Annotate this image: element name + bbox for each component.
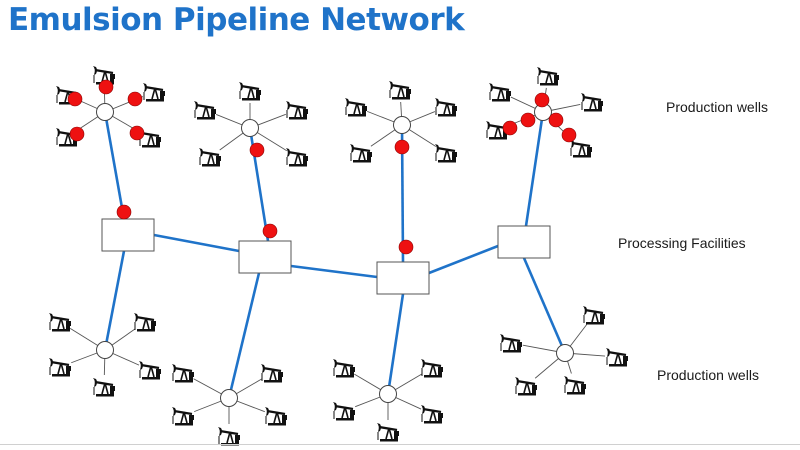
processing-facility-f1 <box>101 218 155 252</box>
red-dot-marker <box>561 127 577 143</box>
red-dot-marker <box>262 223 278 239</box>
wellhead-hub-br <box>379 385 397 403</box>
pumpjack-icon <box>604 346 630 368</box>
pumpjack-icon <box>216 425 242 447</box>
pumpjack-icon <box>47 311 73 333</box>
pumpjack-icon <box>170 405 196 427</box>
pumpjack-icon <box>197 146 223 168</box>
red-dot-marker <box>129 125 145 141</box>
processing-facility-f3 <box>376 261 430 295</box>
pumpjack-icon <box>419 403 445 425</box>
wellhead-hub-bfr <box>556 344 574 362</box>
pumpjack-icon <box>498 332 524 354</box>
pipeline-segment <box>428 244 499 275</box>
pumpjack-icon <box>348 142 374 164</box>
pumpjack-icon <box>141 81 167 103</box>
pipeline-segment <box>522 257 567 354</box>
red-dot-marker <box>394 139 410 155</box>
wellhead-hub-tl <box>96 103 114 121</box>
wellhead-hub-tr <box>393 116 411 134</box>
pipeline-segment <box>290 264 378 279</box>
wellhead-hub-tm <box>241 119 259 137</box>
pumpjack-icon <box>487 81 513 103</box>
red-dot-marker <box>249 142 265 158</box>
pipeline-segment <box>386 293 405 395</box>
pumpjack-icon <box>47 356 73 378</box>
page-title: Emulsion Pipeline Network <box>8 2 465 38</box>
pumpjack-icon <box>284 99 310 121</box>
red-dot-marker <box>67 91 83 107</box>
pumpjack-icon <box>331 400 357 422</box>
pipeline-segment <box>524 111 545 227</box>
pumpjack-icon <box>581 304 607 326</box>
red-dot-marker <box>534 92 550 108</box>
red-dot-marker <box>98 79 114 95</box>
pumpjack-icon <box>331 357 357 379</box>
pumpjack-icon <box>419 357 445 379</box>
pumpjack-icon <box>433 142 459 164</box>
red-dot-marker <box>502 120 518 136</box>
pipeline-segment <box>153 233 240 253</box>
pumpjack-icon <box>137 359 163 381</box>
pumpjack-icon <box>263 405 289 427</box>
pipeline-segment <box>227 272 261 399</box>
label-production-wells-bottom: Production wells <box>657 367 759 383</box>
label-production-wells-top: Production wells <box>666 99 768 115</box>
pumpjack-icon <box>284 146 310 168</box>
pumpjack-icon <box>192 99 218 121</box>
label-processing-facilities: Processing Facilities <box>618 235 746 251</box>
pumpjack-icon <box>579 91 605 113</box>
pipeline-segment <box>103 250 126 351</box>
pumpjack-icon <box>237 80 263 102</box>
pumpjack-icon <box>562 374 588 396</box>
bottom-divider <box>0 444 800 445</box>
red-dot-marker <box>520 112 536 128</box>
pumpjack-icon <box>91 376 117 398</box>
pumpjack-icon <box>343 96 369 118</box>
wellhead-hub-bm <box>220 389 238 407</box>
processing-facility-f4 <box>497 225 551 259</box>
pumpjack-icon <box>433 96 459 118</box>
pumpjack-icon <box>259 362 285 384</box>
red-dot-marker <box>548 112 564 128</box>
pumpjack-icon <box>132 311 158 333</box>
red-dot-marker <box>116 204 132 220</box>
pumpjack-icon <box>513 375 539 397</box>
pumpjack-icon <box>170 362 196 384</box>
pumpjack-icon <box>387 79 413 101</box>
pumpjack-icon <box>535 65 561 87</box>
processing-facility-f2 <box>238 240 292 274</box>
wellhead-hub-bl <box>96 341 114 359</box>
pipeline-segment <box>103 111 126 220</box>
red-dot-marker <box>127 91 143 107</box>
pumpjack-icon <box>568 137 594 159</box>
red-dot-marker <box>69 126 85 142</box>
pumpjack-icon <box>375 421 401 443</box>
red-dot-marker <box>398 239 414 255</box>
